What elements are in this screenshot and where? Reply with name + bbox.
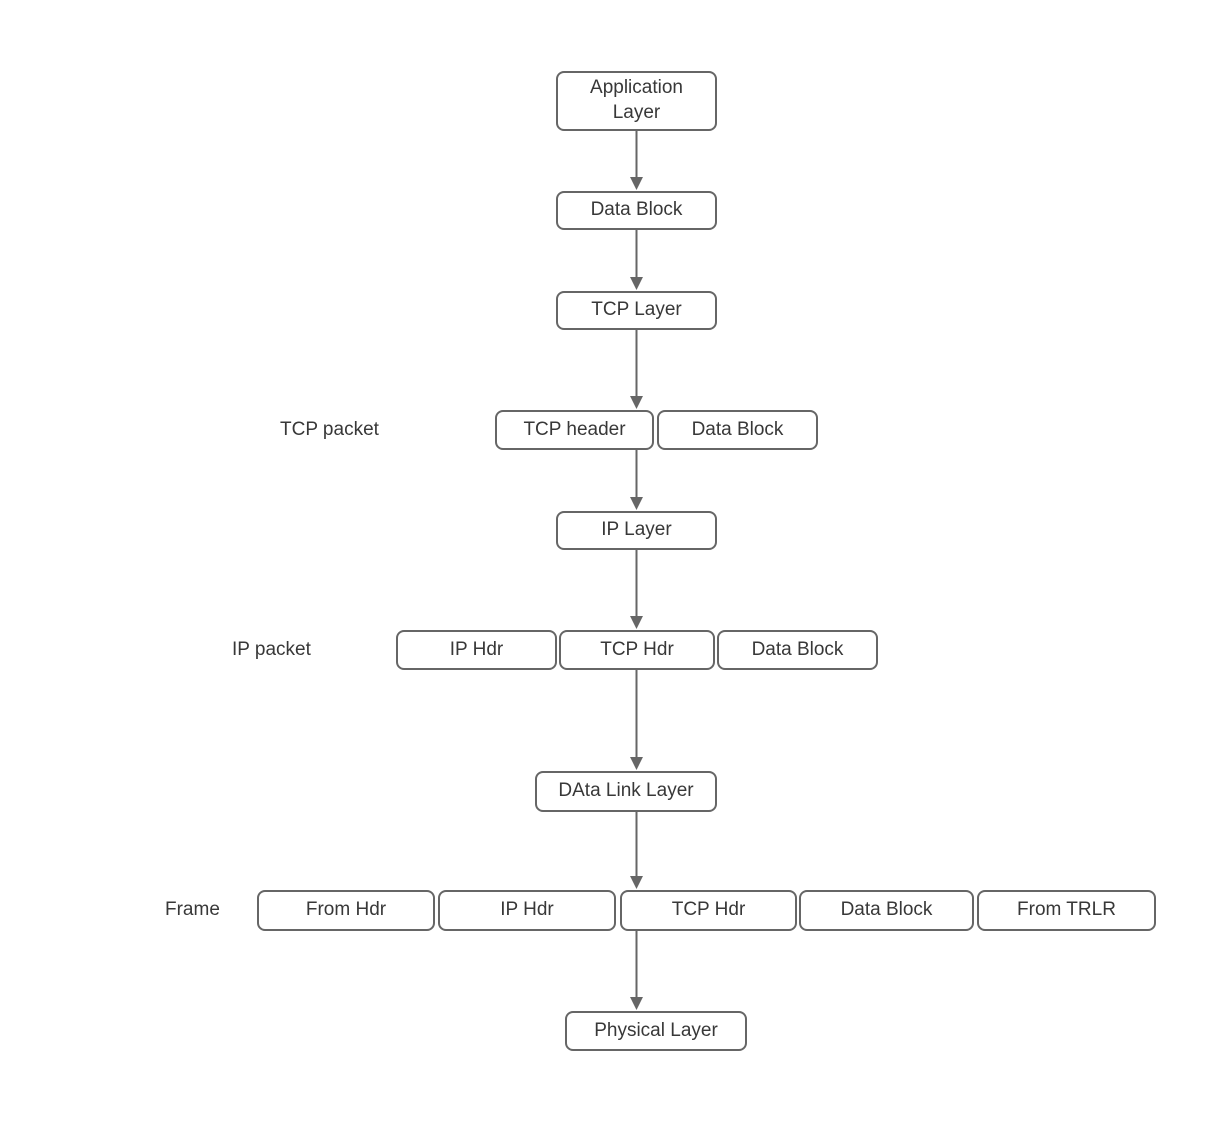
node-physical-layer: Physical Layer	[565, 1011, 747, 1051]
node-data-block-4: Data Block	[799, 890, 974, 931]
node-data-block-1: Data Block	[556, 191, 717, 230]
node-data-block-3: Data Block	[717, 630, 878, 670]
node-data-link-layer: DAta Link Layer	[535, 771, 717, 812]
node-tcp-hdr-1: TCP Hdr	[559, 630, 715, 670]
row-label-ip-packet: IP packet	[232, 639, 311, 660]
node-application-layer: Application Layer	[556, 71, 717, 131]
node-ip-hdr-2: IP Hdr	[438, 890, 616, 931]
node-tcp-header: TCP header	[495, 410, 654, 450]
node-from-hdr: From Hdr	[257, 890, 435, 931]
row-label-tcp-packet: TCP packet	[280, 419, 379, 440]
node-ip-hdr-1: IP Hdr	[396, 630, 557, 670]
node-data-block-2: Data Block	[657, 410, 818, 450]
node-ip-layer: IP Layer	[556, 511, 717, 550]
node-tcp-layer: TCP Layer	[556, 291, 717, 330]
node-tcp-hdr-2: TCP Hdr	[620, 890, 797, 931]
row-label-frame: Frame	[165, 899, 220, 920]
node-from-trlr: From TRLR	[977, 890, 1156, 931]
